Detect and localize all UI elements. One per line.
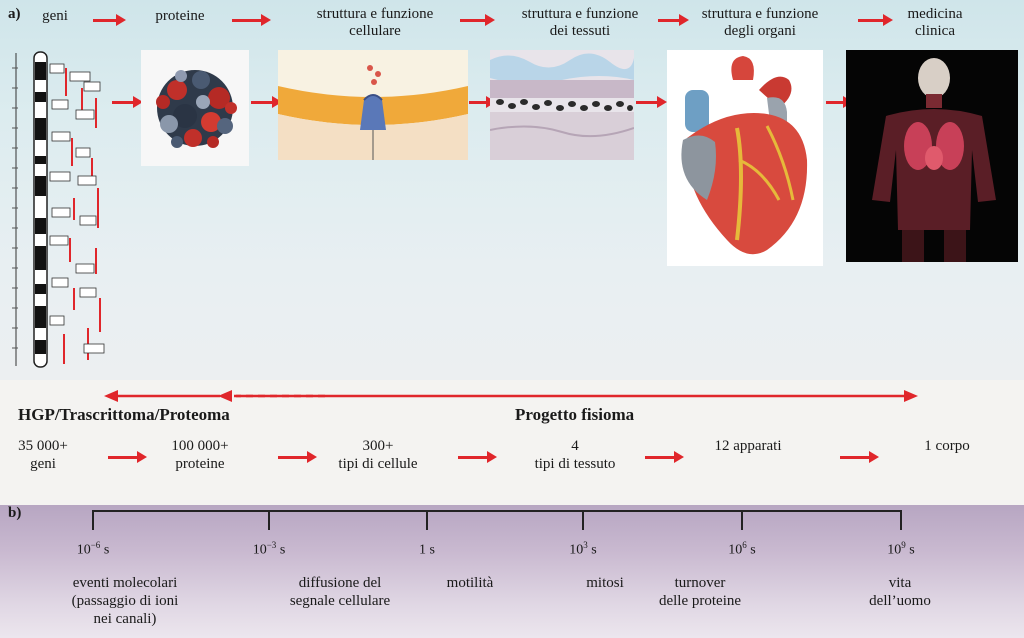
event-label: turnover delle proteine bbox=[658, 575, 742, 609]
flow-arrow bbox=[278, 451, 317, 463]
count-proteins: 100 000+proteine bbox=[171, 438, 229, 472]
hgp-project-label: HGP/Trascrittoma/Proteoma bbox=[18, 405, 230, 424]
stage-label-cell: struttura e funzione cellulare bbox=[316, 6, 434, 39]
time-label: 103 s bbox=[569, 540, 597, 558]
heart-panel bbox=[667, 50, 823, 266]
event-label: mitosi bbox=[586, 575, 624, 591]
human-body-icon bbox=[846, 50, 1018, 262]
flow-arrow bbox=[251, 96, 282, 108]
time-label: 109 s bbox=[887, 540, 915, 558]
summary-background bbox=[0, 380, 1024, 505]
flow-arrow bbox=[232, 14, 271, 26]
panel-b-background bbox=[0, 505, 1024, 638]
flow-arrow bbox=[93, 14, 126, 26]
event-label: motilità bbox=[446, 575, 494, 591]
heart-icon bbox=[667, 50, 823, 266]
event-label: eventi molecolari (passaggio di ioni nei… bbox=[71, 575, 179, 627]
count-cells: 300+tipi di cellule bbox=[338, 438, 418, 472]
stage-label-organ: struttura e funzione degli organi bbox=[701, 6, 819, 39]
flow-arrow bbox=[858, 14, 893, 26]
time-label: 10−3 s bbox=[252, 540, 286, 558]
physiome-project-label: Progetto fisioma bbox=[515, 405, 635, 424]
event-label: diffusione del segnale cellulare bbox=[289, 575, 391, 609]
count-body: 1 corpo bbox=[924, 438, 970, 454]
flow-arrow bbox=[826, 96, 853, 108]
stage-label-tissue: struttura e funzione dei tessuti bbox=[521, 6, 639, 39]
clinical-panel bbox=[846, 50, 1018, 262]
flow-arrow bbox=[840, 451, 879, 463]
cell-membrane-panel bbox=[278, 50, 468, 160]
flow-arrow bbox=[645, 451, 684, 463]
flow-arrow bbox=[469, 96, 496, 108]
timeline-tick bbox=[741, 510, 743, 530]
flow-arrow bbox=[108, 451, 147, 463]
timeline-tick bbox=[900, 510, 902, 530]
section-b-label: b) bbox=[8, 505, 22, 521]
stage-label-clinical: medicina clinica bbox=[907, 6, 963, 39]
tissue-section-icon bbox=[490, 50, 634, 160]
scope-arrows bbox=[104, 390, 918, 402]
tissue-panel bbox=[490, 50, 634, 160]
flow-arrow bbox=[112, 96, 143, 108]
cell-membrane-icon bbox=[278, 50, 468, 160]
count-genes: 35 000+geni bbox=[18, 438, 68, 472]
flow-arrow bbox=[636, 96, 667, 108]
event-label: vita dell’uomo bbox=[869, 575, 931, 609]
stage-label-proteins: proteine bbox=[155, 8, 205, 24]
timeline-tick bbox=[582, 510, 584, 530]
section-a-label: a) bbox=[8, 6, 21, 22]
chromosome-map-icon bbox=[12, 51, 105, 368]
timeline-tick bbox=[92, 510, 94, 530]
timeline-axis bbox=[92, 510, 902, 512]
protein-panel bbox=[141, 50, 249, 166]
timeline-tick bbox=[426, 510, 428, 530]
flow-arrow bbox=[460, 14, 495, 26]
time-label: 10−6 s bbox=[76, 540, 110, 558]
count-systems: 12 apparati bbox=[714, 438, 782, 454]
flow-arrow bbox=[458, 451, 497, 463]
stage-label-genes: geni bbox=[42, 8, 68, 24]
flow-arrow bbox=[658, 14, 689, 26]
time-label: 106 s bbox=[728, 540, 756, 558]
time-label: 1 s bbox=[419, 542, 435, 558]
timeline-tick bbox=[268, 510, 270, 530]
protein-structure-icon bbox=[141, 50, 249, 166]
